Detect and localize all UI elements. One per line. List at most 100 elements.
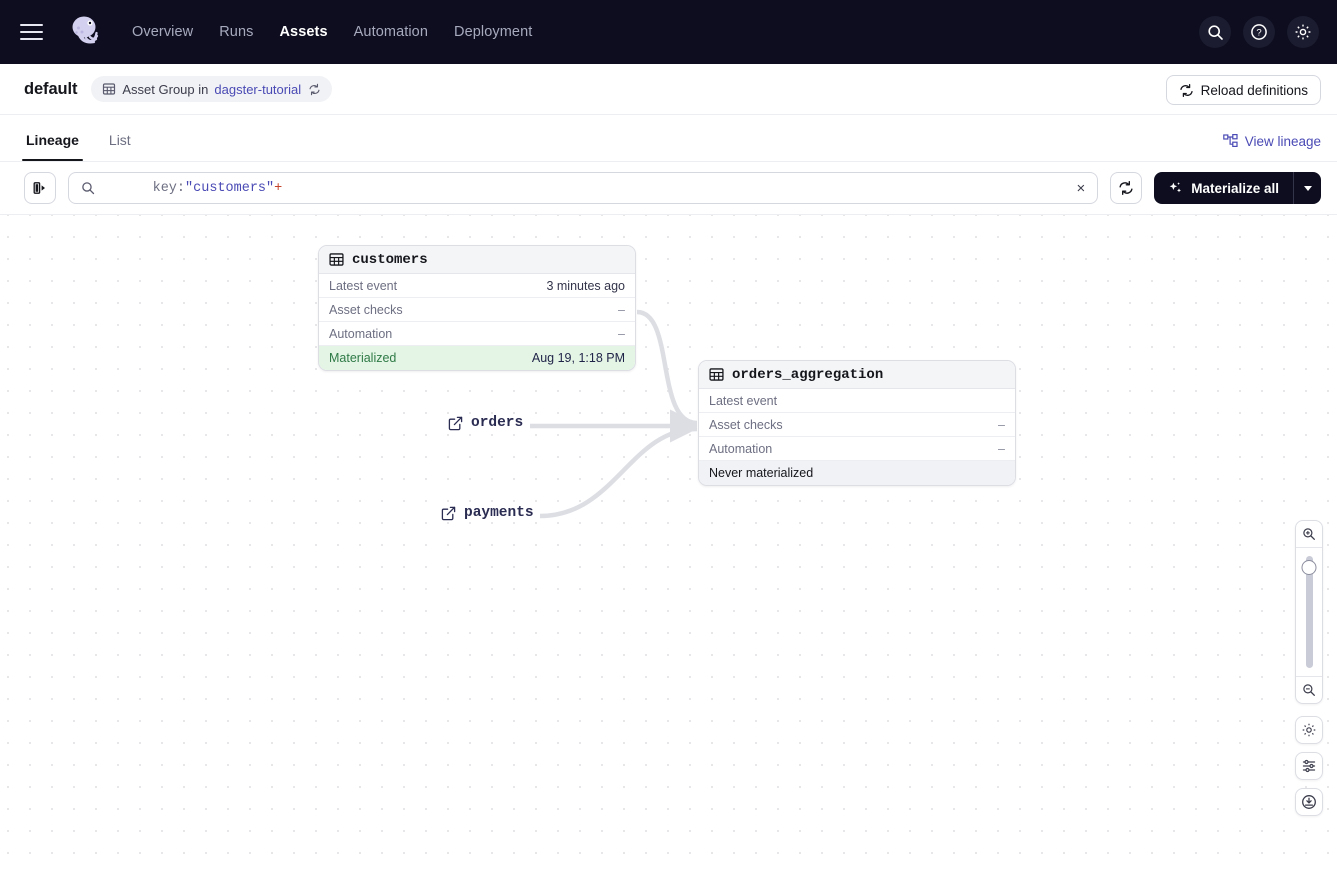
asset-node-row-asset-checks: Asset checks – (319, 298, 635, 322)
materialize-options-button[interactable] (1293, 172, 1321, 204)
refresh-icon (1119, 181, 1133, 195)
reload-icon (309, 83, 320, 95)
external-link-icon (441, 506, 456, 520)
tab-list[interactable]: List (108, 132, 131, 148)
external-asset-orders[interactable]: orders (448, 415, 523, 431)
help-icon: ? (1251, 24, 1267, 40)
row-label: Automation (329, 326, 393, 341)
search-query-key: key: (152, 180, 186, 196)
row-value: 3 minutes ago (546, 278, 625, 293)
zoom-slider[interactable] (1295, 548, 1323, 676)
table-icon (329, 253, 344, 266)
row-label: Automation (709, 441, 773, 456)
download-target-icon (1302, 795, 1316, 809)
asset-node-orders-aggregation[interactable]: orders_aggregation Latest event Asset ch… (698, 360, 1016, 486)
row-label: Latest event (709, 393, 778, 408)
search-query-operator: + (274, 180, 283, 196)
row-value: – (998, 441, 1005, 456)
dagster-logo[interactable] (66, 12, 106, 52)
page-title: default (24, 79, 78, 98)
search-query-value: "customers" (185, 180, 275, 196)
divider (1296, 547, 1322, 548)
asset-node-row-asset-checks: Asset checks – (699, 413, 1015, 437)
clear-search-icon[interactable]: × (1076, 179, 1086, 197)
zoom-out-button[interactable] (1295, 677, 1323, 703)
asset-node-row-automation: Automation – (699, 437, 1015, 461)
external-asset-label: payments (464, 505, 534, 521)
materialize-all-label: Materialize all (1191, 180, 1279, 196)
zoom-in-button[interactable] (1295, 521, 1323, 547)
asset-node-row-automation: Automation – (319, 322, 635, 346)
divider (1296, 676, 1322, 677)
row-value: Aug 19, 1:18 PM (531, 351, 625, 365)
top-navigation-bar: Overview Runs Assets Automation Deployme… (0, 0, 1337, 64)
gear-icon (1295, 24, 1311, 40)
chevron-down-icon (1303, 185, 1312, 191)
zoom-controls (1295, 520, 1323, 816)
asset-node-row-latest-event: Latest event 3 minutes ago (319, 274, 635, 298)
table-icon (709, 368, 724, 381)
nav-link-deployment[interactable]: Deployment (454, 24, 533, 40)
hamburger-menu-icon[interactable] (20, 18, 48, 46)
nav-link-runs[interactable]: Runs (219, 24, 254, 40)
graph-settings-button[interactable] (1295, 716, 1323, 744)
search-icon (82, 182, 95, 195)
external-link-icon (448, 416, 463, 430)
asset-node-customers[interactable]: customers Latest event 3 minutes ago Ass… (318, 245, 636, 371)
zoom-in-icon (1303, 528, 1315, 540)
asset-lineage-canvas[interactable]: customers Latest event 3 minutes ago Ass… (0, 215, 1337, 866)
download-graph-button[interactable] (1295, 788, 1323, 816)
asset-node-title: orders_aggregation (732, 366, 884, 383)
external-asset-label: orders (471, 415, 524, 431)
external-asset-payments[interactable]: payments (441, 505, 534, 521)
lineage-graph-icon (1222, 134, 1238, 147)
help-button[interactable]: ? (1243, 16, 1275, 48)
zoom-slider-track (1305, 556, 1313, 668)
asset-search-input[interactable]: key:"customers"+ × (68, 172, 1099, 204)
top-nav-actions: ? (1199, 0, 1319, 64)
row-label: Never materialized (709, 466, 814, 480)
row-value: – (618, 302, 625, 317)
nav-link-assets[interactable]: Assets (279, 24, 328, 40)
row-label: Asset checks (709, 417, 783, 432)
lineage-edges (530, 309, 698, 519)
asset-group-icon (103, 83, 116, 95)
nav-link-overview[interactable]: Overview (132, 24, 194, 40)
expand-panel-button[interactable] (24, 172, 56, 204)
asset-node-row-latest-event: Latest event (699, 389, 1015, 413)
asset-group-badge[interactable]: Asset Group in dagster-tutorial (91, 76, 333, 102)
reload-definitions-label: Reload definitions (1200, 82, 1308, 98)
row-label: Latest event (329, 278, 398, 293)
graph-filters-button[interactable] (1295, 752, 1323, 780)
asset-group-repo-link[interactable]: dagster-tutorial (214, 81, 302, 97)
zoom-slider-card (1295, 520, 1323, 704)
materialize-all-button[interactable]: Materialize all (1154, 172, 1293, 204)
zoom-slider-thumb[interactable] (1301, 560, 1317, 575)
asset-node-header: orders_aggregation (699, 361, 1015, 389)
asset-node-row-never-materialized: Never materialized (699, 461, 1015, 485)
asset-node-title: customers (352, 251, 428, 268)
reload-icon (1180, 83, 1193, 97)
asset-node-header: customers (319, 246, 635, 274)
row-label: Asset checks (329, 302, 403, 317)
asset-node-row-materialized: Materialized Aug 19, 1:18 PM (319, 346, 635, 370)
row-value: – (998, 417, 1005, 432)
search-icon (1207, 24, 1223, 40)
view-lineage-link[interactable]: View lineage (1222, 134, 1321, 149)
reload-definitions-button[interactable]: Reload definitions (1165, 75, 1321, 105)
primary-nav-links: Overview Runs Assets Automation Deployme… (132, 24, 532, 40)
materialize-all-group: Materialize all (1154, 172, 1321, 204)
tab-bar: Lineage List View lineage (0, 115, 1337, 162)
nav-link-automation[interactable]: Automation (353, 24, 429, 40)
graph-toolbar: key:"customers"+ × Materialize all (0, 162, 1337, 215)
sparkle-icon (1169, 181, 1182, 192)
tab-lineage[interactable]: Lineage (22, 132, 83, 161)
breadcrumb-bar: default Asset Group in dagster-tutorial … (0, 64, 1337, 115)
expand-panel-icon (33, 182, 45, 194)
search-button[interactable] (1199, 16, 1231, 48)
settings-button[interactable] (1287, 16, 1319, 48)
zoom-out-icon (1303, 684, 1315, 696)
refresh-graph-button[interactable] (1110, 172, 1143, 204)
row-value: – (618, 326, 625, 341)
asset-group-badge-text: Asset Group in (122, 81, 209, 97)
